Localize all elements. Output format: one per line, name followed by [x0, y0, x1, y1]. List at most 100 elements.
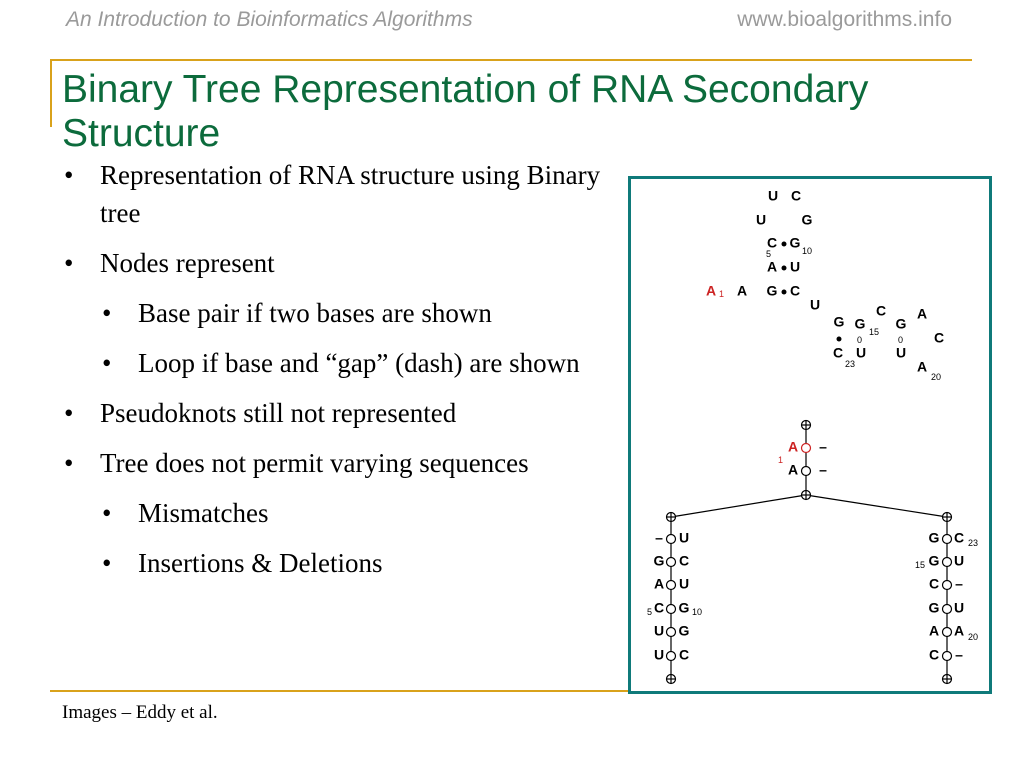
branch-node — [800, 419, 812, 431]
sub-bullet-item: Loop if base and “gap” (dash) are shown — [62, 344, 622, 382]
title-side-rule — [50, 59, 52, 127]
tree-base-left: G — [654, 553, 665, 569]
rna-figure-canvas: U C U G C G 5 10 A U A 1 A G C U G G 15 … — [647, 188, 978, 685]
tree-base-right: U — [954, 600, 964, 616]
tree-base-left: G — [929, 553, 940, 569]
pair-node — [665, 556, 677, 568]
tree-base-right: – — [819, 439, 827, 455]
tree-base-right: – — [955, 576, 963, 592]
pair-node — [941, 603, 953, 615]
leaf-node — [665, 673, 677, 685]
tree-base-right: C — [954, 530, 964, 546]
pair-node — [665, 533, 677, 545]
tree-base-left: C — [654, 600, 664, 616]
tree-base-left: A — [929, 623, 939, 639]
footer-rule — [50, 690, 630, 692]
pair-node — [800, 442, 812, 454]
position-number: 5 — [766, 249, 771, 259]
pair-node — [665, 603, 677, 615]
sub-bullet-item: Mismatches — [62, 494, 622, 532]
branch-node — [941, 511, 953, 523]
position-number: 15 — [915, 560, 925, 570]
position-number: 23 — [968, 538, 978, 548]
branch-node — [800, 489, 812, 501]
tree-base-left: A — [654, 576, 664, 592]
pair-node — [941, 650, 953, 662]
position-number: 10 — [692, 607, 702, 617]
sub-bullet-item: Base pair if two bases are shown — [62, 294, 622, 332]
base: C — [876, 303, 886, 319]
pair-dot — [781, 265, 787, 271]
base: C — [833, 345, 843, 361]
base: U — [896, 345, 906, 361]
tree-base-left: U — [654, 647, 664, 663]
base: A — [706, 283, 716, 299]
tree-base-left: A — [788, 462, 798, 478]
pair-node — [941, 579, 953, 591]
position-number: 20 — [931, 372, 941, 382]
tree-base-right: U — [954, 553, 964, 569]
bullet-item: Pseudoknots still not represented — [62, 394, 622, 432]
leaf-node — [941, 673, 953, 685]
bullet-item: Tree does not permit varying sequences — [62, 444, 622, 482]
image-credit: Images – Eddy et al. — [62, 702, 218, 723]
pair-dot — [836, 336, 842, 342]
base: G — [790, 235, 801, 251]
header-website: www.bioalgorithms.info — [737, 8, 952, 31]
tree-nodes — [665, 419, 953, 685]
rna-structure-figure: U C U G C G 5 10 A U A 1 A G C U G G 15 … — [628, 176, 992, 694]
binary-tree — [670, 425, 948, 679]
pair-node — [941, 556, 953, 568]
position-number: 0 — [898, 335, 903, 345]
base: G — [834, 314, 845, 330]
tree-base-left: C — [929, 647, 939, 663]
tree-edge — [670, 494, 807, 518]
tree-base-right: U — [679, 530, 689, 546]
base: U — [856, 345, 866, 361]
tree-base-left: C — [929, 576, 939, 592]
base: C — [934, 330, 944, 346]
pair-dot — [781, 241, 787, 247]
base: C — [791, 188, 801, 204]
position-number: 5 — [647, 607, 652, 617]
tree-edge — [805, 494, 948, 518]
tree-base-left: G — [929, 530, 940, 546]
tree-base-right: C — [679, 647, 689, 663]
pair-node — [665, 650, 677, 662]
tree-base-right: C — [679, 553, 689, 569]
base: G — [855, 316, 866, 332]
base: G — [802, 212, 813, 228]
base: C — [790, 283, 800, 299]
slide-title: Binary Tree Representation of RNA Second… — [62, 68, 869, 155]
tree-base-left: A — [788, 439, 798, 455]
base: G — [896, 316, 907, 332]
tree-base-right: – — [955, 647, 963, 663]
base: A — [917, 306, 927, 322]
tree-base-right: A — [954, 623, 964, 639]
position-number: 15 — [869, 327, 879, 337]
position-number: 23 — [845, 359, 855, 369]
base: U — [756, 212, 766, 228]
position-number: 0 — [857, 335, 862, 345]
tree-base-right: – — [819, 462, 827, 478]
header-rule — [50, 59, 972, 61]
tree-base-left: U — [654, 623, 664, 639]
pair-node — [665, 579, 677, 591]
base: A — [917, 359, 927, 375]
header-course-title: An Introduction to Bioinformatics Algori… — [66, 8, 473, 31]
bullet-list: Representation of RNA structure using Bi… — [62, 156, 622, 594]
secondary-structure: U C U G C G 5 10 A U A 1 A G C U G G 15 … — [706, 188, 944, 382]
base: C — [767, 235, 777, 251]
base: A — [767, 259, 777, 275]
base: U — [768, 188, 778, 204]
bullet-item: Representation of RNA structure using Bi… — [62, 156, 622, 232]
position-number: 1 — [719, 289, 724, 299]
base: G — [767, 283, 778, 299]
base: U — [790, 259, 800, 275]
tree-base-left: G — [929, 600, 940, 616]
pair-node — [941, 626, 953, 638]
tree-base-right: G — [679, 600, 690, 616]
pair-node — [665, 626, 677, 638]
sub-bullet-item: Insertions & Deletions — [62, 544, 622, 582]
base: A — [737, 283, 747, 299]
